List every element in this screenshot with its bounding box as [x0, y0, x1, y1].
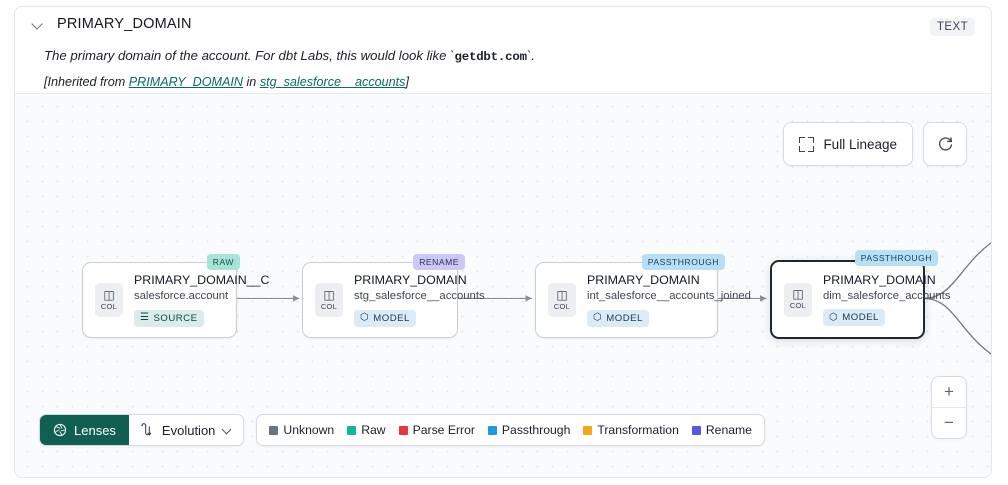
node-entity-chip: ⬡ MODEL — [587, 309, 649, 327]
column-chip-label: COL — [789, 301, 807, 310]
column-header: PRIMARY_DOMAIN TEXT The primary domain o… — [15, 7, 991, 93]
canvas-controls: Full Lineage — [783, 122, 967, 166]
node-entity-label: SOURCE — [153, 312, 198, 324]
evolution-dropdown[interactable]: Evolution — [128, 415, 244, 445]
node-subtitle: int_salesforce__accounts_joined — [587, 290, 751, 303]
node-subtitle: stg_salesforce__accounts — [354, 290, 485, 303]
inherited-column-link[interactable]: PRIMARY_DOMAIN — [128, 75, 243, 89]
node-entity-chip: ☰ SOURCE — [134, 309, 204, 327]
zoom-in-button[interactable]: + — [944, 382, 954, 401]
lineage-node-selected[interactable]: PASSTHROUGH ◫ COL PRIMARY_DOMAIN dim_sal… — [770, 250, 950, 339]
column-icon: ◫ — [323, 287, 335, 302]
legend-item: Transformation — [583, 423, 679, 437]
column-description: The primary domain of the account. For d… — [44, 47, 951, 66]
node-body: PRIMARY_DOMAIN stg_salesforce__accounts … — [354, 273, 485, 327]
refresh-icon — [938, 136, 952, 151]
legend-swatch — [487, 425, 497, 435]
legend-swatch — [347, 425, 357, 435]
node-tag: RENAME — [413, 254, 465, 270]
node-tag: RAW — [206, 254, 240, 270]
lineage-legend: Unknown Raw Parse Error Passthrough Tran… — [256, 414, 765, 446]
model-icon: ⬡ — [360, 312, 370, 324]
column-icon: ◫ — [556, 287, 568, 302]
full-lineage-label: Full Lineage — [823, 136, 897, 152]
lineage-canvas[interactable]: Full Lineage RAW ◫ COL PRIMARY_DOMAIN__C… — [15, 93, 991, 477]
page-title: PRIMARY_DOMAIN — [57, 16, 192, 32]
legend-item: Parse Error — [398, 423, 475, 437]
node-entity-label: MODEL — [373, 312, 410, 324]
lineage-node[interactable]: PASSTHROUGH ◫ COL PRIMARY_DOMAIN int_sal… — [535, 254, 751, 338]
column-chip-label: COL — [320, 301, 338, 311]
model-icon: ⬡ — [593, 312, 603, 324]
legend-item: Rename — [691, 423, 752, 437]
description-text-after: `. — [526, 48, 535, 63]
lineage-node[interactable]: RENAME ◫ COL PRIMARY_DOMAIN stg_salesfor… — [302, 254, 485, 338]
evolution-label: Evolution — [161, 422, 216, 438]
node-body: PRIMARY_DOMAIN int_salesforce__accounts_… — [587, 273, 751, 327]
lenses-button[interactable]: Lenses — [40, 415, 129, 445]
node-tag: PASSTHROUGH — [854, 250, 938, 266]
lenses-label: Lenses — [74, 422, 116, 438]
column-type-chip: ◫ COL — [548, 283, 576, 317]
zoom-divider — [932, 407, 966, 408]
zoom-controls: + − — [931, 376, 967, 439]
model-icon: ⬡ — [829, 311, 839, 323]
column-header-row: PRIMARY_DOMAIN — [31, 16, 192, 32]
column-chip-label: COL — [553, 301, 571, 311]
column-type-badge: TEXT — [930, 18, 975, 36]
legend-label: Transformation — [597, 423, 679, 437]
node-entity-chip: ⬡ MODEL — [354, 309, 416, 327]
node-entity-label: MODEL — [842, 312, 879, 324]
source-icon: ☰ — [140, 312, 150, 324]
zoom-out-button[interactable]: − — [944, 413, 954, 432]
column-icon: ◫ — [103, 287, 115, 302]
chevron-down-icon[interactable] — [31, 17, 45, 31]
node-subtitle: dim_salesforce_accounts — [823, 289, 951, 302]
legend-label: Rename — [705, 423, 752, 437]
node-entity-label: MODEL — [606, 312, 643, 324]
node-entity-chip: ⬡ MODEL — [823, 309, 885, 327]
legend-swatch — [691, 425, 701, 435]
lineage-bottom-bar: Lenses Evolution Unknown Raw Parse Error… — [39, 414, 765, 446]
legend-item: Unknown — [269, 423, 334, 437]
node-tag: PASSTHROUGH — [641, 254, 725, 270]
legend-swatch — [269, 425, 279, 435]
node-body: PRIMARY_DOMAIN__C salesforce.account ☰ S… — [134, 273, 269, 327]
legend-label: Unknown — [283, 423, 335, 437]
node-body: PRIMARY_DOMAIN dim_salesforce_accounts ⬡… — [823, 273, 950, 327]
aperture-icon — [53, 423, 67, 437]
full-lineage-button[interactable]: Full Lineage — [783, 122, 913, 166]
description-code: getdbt.com — [454, 50, 527, 64]
inherited-from-line: [Inherited from PRIMARY_DOMAIN in stg_sa… — [44, 75, 409, 89]
expand-brackets-icon — [799, 136, 815, 152]
node-name: PRIMARY_DOMAIN — [823, 272, 936, 287]
node-subtitle: salesforce.account — [134, 290, 229, 303]
node-name: PRIMARY_DOMAIN — [587, 273, 700, 288]
column-chip-label: COL — [100, 301, 118, 311]
inherited-model-link[interactable]: stg_salesforce__accounts — [259, 75, 406, 89]
column-icon: ◫ — [792, 287, 804, 301]
evolution-flow-icon — [141, 422, 152, 436]
column-type-chip: ◫ COL — [95, 283, 123, 317]
legend-label: Raw — [361, 423, 386, 437]
column-type-chip: ◫ COL — [315, 283, 343, 317]
column-type-chip: ◫ COL — [784, 282, 812, 317]
legend-item: Passthrough — [487, 423, 571, 437]
legend-label: Passthrough — [501, 423, 571, 437]
legend-item: Raw — [347, 423, 386, 437]
inherited-suffix: ] — [405, 75, 409, 89]
lenses-group: Lenses Evolution — [39, 414, 245, 446]
lineage-node[interactable]: RAW ◫ COL PRIMARY_DOMAIN__C salesforce.a… — [82, 254, 269, 338]
refresh-button[interactable] — [923, 122, 967, 166]
description-text-before: The primary domain of the account. For d… — [44, 48, 455, 63]
column-lineage-panel: PRIMARY_DOMAIN TEXT The primary domain o… — [14, 6, 992, 478]
inherited-prefix: [Inherited from — [44, 75, 129, 89]
legend-label: Parse Error — [412, 423, 475, 437]
chevron-down-icon — [223, 426, 232, 435]
node-name: PRIMARY_DOMAIN — [354, 273, 467, 288]
inherited-middle: in — [243, 75, 260, 89]
node-name: PRIMARY_DOMAIN__C — [134, 273, 270, 288]
legend-swatch — [398, 425, 408, 435]
legend-swatch — [583, 425, 593, 435]
